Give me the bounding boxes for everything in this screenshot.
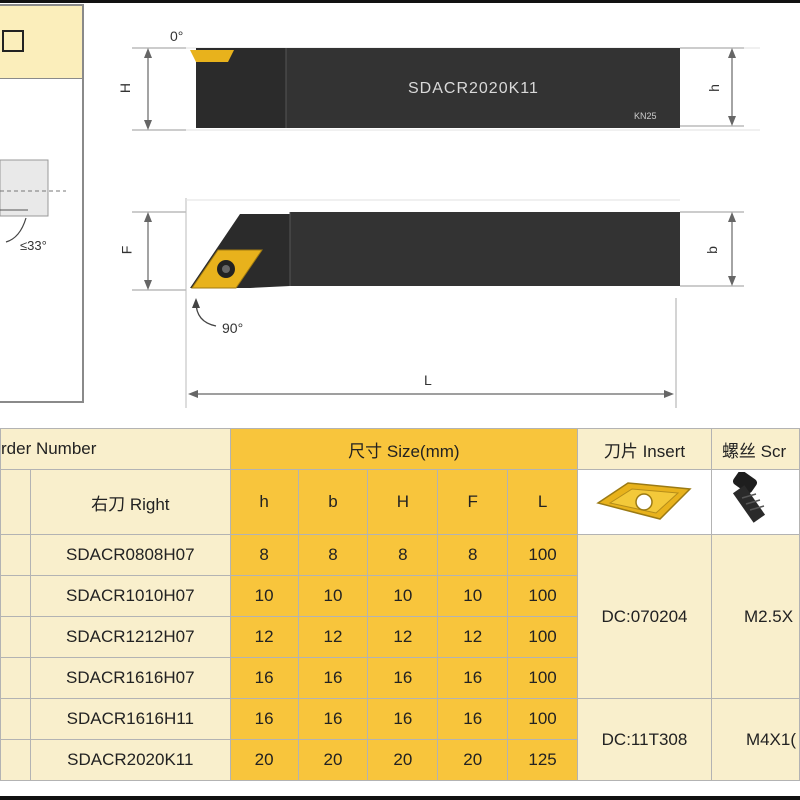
left-insert-drawing: [0, 159, 66, 243]
top-frame-line: [0, 0, 800, 3]
h-cell: 16: [229, 698, 299, 740]
F-cell: 20: [437, 739, 509, 781]
h-cell: 20: [229, 739, 299, 781]
dim-h-label: h: [705, 84, 722, 92]
left-panel-header: [0, 6, 82, 79]
tool-shank-bottom: [290, 212, 680, 286]
col-h-header: h: [229, 469, 299, 535]
insert-image-cell: [577, 469, 712, 535]
screw-code-cell: M4X1(: [710, 698, 800, 781]
L-cell: 100: [507, 534, 579, 576]
right-hand-header: 右刀 Right: [29, 469, 231, 535]
L-cell: 100: [507, 657, 579, 699]
F-cell: 10: [437, 575, 509, 617]
insert-code-cell: DC:11T308: [577, 698, 712, 781]
F-cell: 12: [437, 616, 509, 658]
H-cell: 20: [367, 739, 439, 781]
table-row: SDACR0808H07 8 8 8 8 100 DC:070204 M2.5X: [0, 534, 800, 699]
table-row: SDACR1010H07 10 10 10 10 100: [0, 575, 800, 617]
dim-L-label: L: [424, 372, 432, 388]
H-cell: 16: [367, 698, 439, 740]
b-cell: 16: [297, 698, 369, 740]
screw-icon: [732, 470, 765, 523]
col-b-header: b: [297, 469, 369, 535]
square-symbol-icon: [2, 30, 24, 52]
b-cell: 12: [297, 616, 369, 658]
left-side-panel: ≤33°: [0, 4, 84, 403]
b-cell: 16: [297, 657, 369, 699]
col-L-header: L: [507, 469, 579, 535]
h-cell: 12: [229, 616, 299, 658]
angle-33-label: ≤33°: [20, 238, 47, 253]
order-right-cell: SDACR0808H07: [29, 534, 231, 576]
screw-code-cell: M2.5X: [710, 534, 800, 699]
h-cell: 10: [229, 575, 299, 617]
brand-marking: KN25: [634, 111, 657, 121]
insert-code-cell: DC:070204: [577, 534, 712, 699]
F-cell: 16: [437, 657, 509, 699]
insert-diamond-icon: [596, 481, 693, 520]
angle-90-label: 90°: [222, 320, 244, 336]
b-cell: 8: [297, 534, 369, 576]
L-cell: 125: [507, 739, 579, 781]
table-row: SDACR1616H07 16 16 16 16 100: [0, 657, 800, 699]
screw-header: 螺丝 Scr: [710, 428, 800, 470]
order-number-header: rder Number: [0, 428, 231, 470]
order-right-cell: SDACR2020K11: [29, 739, 231, 781]
H-cell: 8: [367, 534, 439, 576]
dim-H-label: H: [117, 82, 134, 94]
order-right-cell: SDACR1010H07: [29, 575, 231, 617]
H-cell: 16: [367, 657, 439, 699]
h-cell: 16: [229, 657, 299, 699]
h-cell: 8: [229, 534, 299, 576]
L-cell: 100: [507, 616, 579, 658]
insert-edge-top: [190, 50, 234, 62]
col-F-header: F: [437, 469, 509, 535]
dim-F-label: F: [118, 245, 135, 255]
order-right-cell: SDACR1616H07: [29, 657, 231, 699]
order-right-cell: SDACR1212H07: [29, 616, 231, 658]
screw-image-cell: [710, 469, 800, 535]
angle-0-label: 0°: [170, 28, 184, 44]
table-row: SDACR2020K11 20 20 20 20 125: [0, 739, 800, 781]
col-H-header: H: [367, 469, 439, 535]
left-header-cell: [0, 469, 31, 535]
tool-body-marking: SDACR2020K11: [408, 80, 539, 97]
table-row: SDACR1616H11 16 16 16 16 100 DC:11T308 M…: [0, 698, 800, 781]
tool-drawing: [132, 47, 760, 408]
bottom-frame-line: [0, 796, 800, 800]
F-cell: 8: [437, 534, 509, 576]
spec-table: rder Number 尺寸 Size(mm) 刀片 Insert 螺丝 Scr…: [0, 428, 800, 781]
L-cell: 100: [507, 698, 579, 740]
b-cell: 20: [297, 739, 369, 781]
H-cell: 10: [367, 575, 439, 617]
dim-b-label: b: [703, 246, 720, 254]
table-row: SDACR1212H07 12 12 12 12 100: [0, 616, 800, 658]
H-cell: 12: [367, 616, 439, 658]
F-cell: 16: [437, 698, 509, 740]
size-header: 尺寸 Size(mm): [229, 428, 579, 470]
tool-shank-top: [286, 48, 680, 128]
b-cell: 10: [297, 575, 369, 617]
insert-header: 刀片 Insert: [577, 428, 712, 470]
L-cell: 100: [507, 575, 579, 617]
order-right-cell: SDACR1616H11: [29, 698, 231, 740]
